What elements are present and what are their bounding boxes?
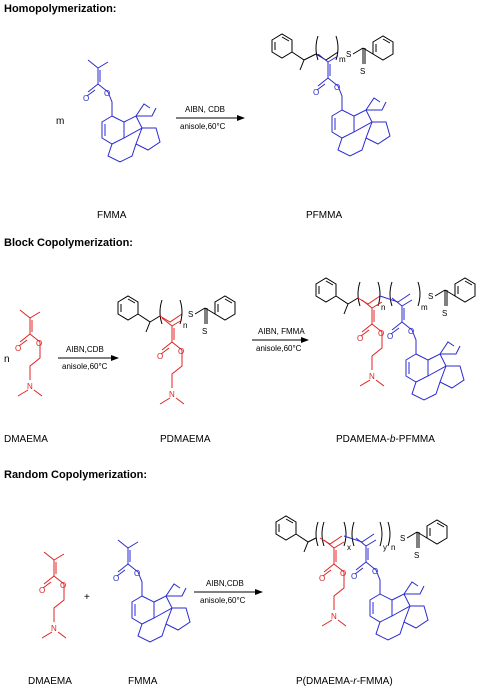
homo-coefficient: m: [56, 116, 64, 127]
homo-conditions-bottom: anisole,60°C: [180, 122, 226, 131]
fmma-monomer-structure: [82, 59, 161, 163]
block-copolymer-label: PDAMEMA-b-PFMMA: [336, 434, 435, 445]
pfmma-index-m: m: [339, 55, 346, 64]
block-copolymerization-title: Block Copolymerization:: [4, 237, 133, 249]
fmma-label-random: FMMA: [128, 676, 158, 687]
pdmaema-label: PDMAEMA: [160, 434, 211, 445]
block-step1-bottom: anisole,60°C: [62, 362, 108, 371]
random-copolymer-label: P(DMAEMA-r-FMMA): [296, 676, 393, 687]
random-index-y: y: [383, 543, 387, 552]
plus-sign: +: [84, 592, 90, 603]
random-index-n: n: [391, 543, 395, 552]
block-step2-bottom: anisole,60°C: [256, 344, 302, 353]
random-conditions-top: AIBN,CDB: [206, 579, 244, 588]
random-copolymer-structure: x y n: [275, 515, 448, 641]
dmaema-monomer-structure: [14, 309, 43, 397]
fmma-monomer-structure-random: [112, 539, 191, 643]
block-step2-top: AIBN, FMMA: [258, 327, 305, 336]
homo-conditions-top: AIBN, CDB: [185, 105, 225, 114]
dmaema-monomer-structure-random: [38, 551, 67, 639]
block-step1-top: AIBN,CDB: [66, 345, 104, 354]
random-copolymerization-title: Random Copolymerization:: [4, 469, 147, 481]
block-coefficient: n: [4, 354, 10, 365]
random-index-x: x: [347, 543, 351, 552]
block-copolymer-structure: n m: [315, 277, 476, 401]
fmma-label: FMMA: [97, 210, 127, 221]
pdmaema-structure: n: [117, 295, 236, 405]
homopolymerization-title: Homopolymerization:: [4, 3, 116, 15]
block-index-n: n: [381, 303, 385, 312]
dmaema-label-block: DMAEMA: [4, 434, 48, 445]
pdmaema-index-n: n: [183, 321, 187, 330]
pfmma-label: PFMMA: [306, 210, 342, 221]
pfmma-structure: m: [271, 33, 394, 157]
block-index-m: m: [421, 303, 428, 312]
random-conditions-bottom: anisole,60°C: [200, 596, 246, 605]
dmaema-label-random: DMAEMA: [28, 676, 72, 687]
